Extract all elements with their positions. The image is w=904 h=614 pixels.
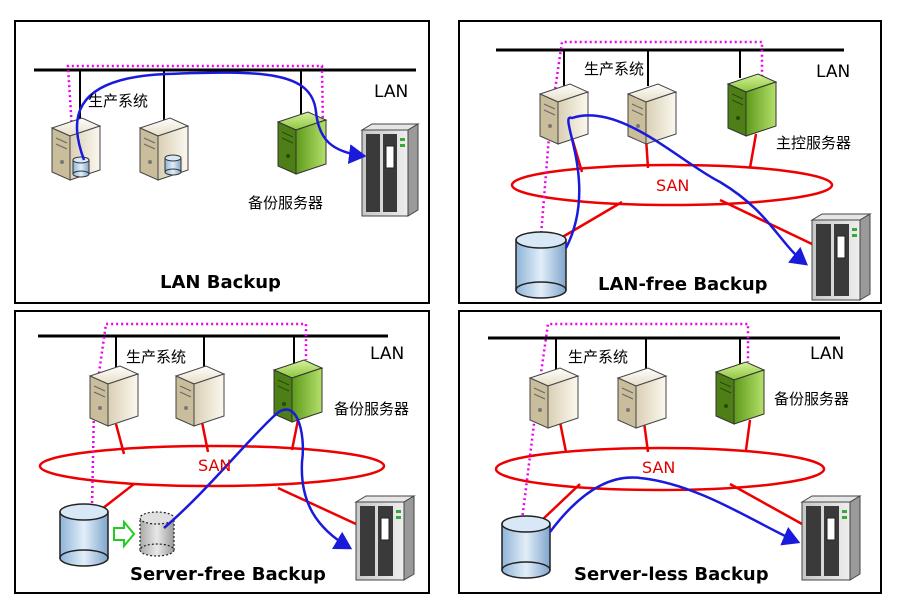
server-icon — [174, 365, 226, 427]
data-path — [163, 408, 353, 550]
disk-icon — [72, 156, 90, 178]
server-icon — [528, 367, 580, 429]
panel-lan-backup: 生产系统 LAN 备份服务器 LAN Backup — [14, 20, 430, 304]
data-path — [564, 114, 808, 266]
san-label: SAN — [198, 456, 232, 475]
server-icon — [626, 83, 678, 145]
backup-server-icon — [726, 73, 778, 137]
panel-server-less-backup: 生产系统 LAN 备份服务器 SAN Server-less Backup — [458, 310, 882, 594]
panel-title: Server-free Backup — [130, 564, 326, 585]
san-ring — [38, 444, 386, 488]
data-path — [549, 476, 801, 546]
diagram-lan-free-backup — [496, 40, 872, 301]
san-label: SAN — [642, 458, 676, 477]
lan-label: LAN — [816, 62, 851, 82]
backup-server-label: 备份服务器 — [248, 194, 324, 212]
diagram-lan-backup — [34, 64, 420, 217]
disk-icon — [515, 231, 567, 299]
data-path — [75, 71, 367, 165]
control-path — [90, 322, 308, 509]
production-system-label: 生产系统 — [584, 60, 645, 78]
san-ring — [494, 446, 826, 492]
disk-icon — [59, 503, 109, 567]
panel-title: LAN-free Backup — [598, 274, 768, 295]
diagram-server-free-backup — [38, 322, 416, 581]
san-label: SAN — [656, 176, 690, 195]
tape-library-icon — [800, 495, 862, 581]
lan-label: LAN — [810, 344, 845, 364]
panel-server-free-backup: 生产系统 LAN 备份服务器 SAN Server-free Backup — [14, 310, 430, 594]
panel-title: LAN Backup — [160, 272, 281, 293]
backup-server-icon — [276, 111, 328, 175]
lan-label: LAN — [370, 344, 405, 364]
disk-icon — [164, 154, 182, 176]
backup-server-label: 备份服务器 — [334, 400, 410, 418]
copy-arrow-icon — [113, 519, 136, 549]
panel-lan-free-backup: 生产系统 LAN 主控服务器 SAN LAN-free Backup — [458, 20, 882, 304]
snapshot-disk-icon — [139, 511, 175, 557]
backup-server-label: 备份服务器 — [774, 390, 850, 408]
production-system-label: 生产系统 — [568, 348, 629, 366]
production-system-label: 生产系统 — [126, 348, 187, 366]
diagram-server-less-backup — [488, 322, 862, 581]
tape-library-icon — [360, 123, 420, 217]
production-system-label: 生产系统 — [88, 92, 149, 110]
panel-title: Server-less Backup — [574, 564, 769, 585]
disk-icon — [501, 515, 551, 579]
server-icon — [88, 365, 140, 427]
lan-label: LAN — [374, 82, 409, 102]
backup-server-icon — [714, 361, 766, 425]
server-icon — [538, 83, 590, 145]
control-path — [520, 322, 750, 521]
server-icon — [616, 367, 668, 429]
tape-library-icon — [354, 495, 416, 581]
san-ring — [510, 163, 834, 207]
backup-server-icon — [272, 359, 324, 423]
tape-library-icon — [810, 213, 872, 301]
master-server-label: 主控服务器 — [776, 134, 852, 152]
